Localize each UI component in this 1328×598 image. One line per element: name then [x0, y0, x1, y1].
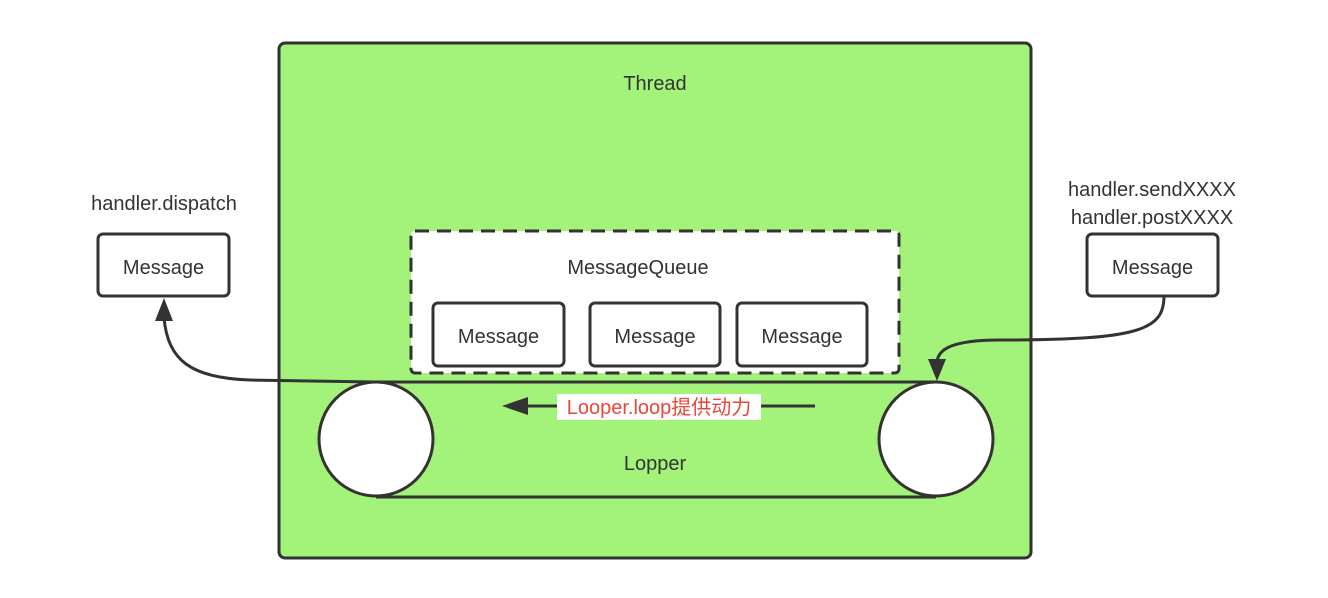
queue-message-3: Message [735, 301, 869, 368]
looper-label: Lopper [624, 453, 687, 475]
send-connector [935, 295, 1166, 363]
send-label-line1: handler.sendXXXX [1068, 179, 1236, 201]
queue-message-1: Message [431, 301, 566, 368]
queue-message-1-label: Message [458, 326, 539, 348]
send-message-label: Message [1112, 257, 1193, 279]
queue-message-2-label: Message [614, 326, 695, 348]
dispatch-message: Message [96, 232, 231, 298]
queue-message-3-label: Message [761, 326, 842, 348]
loop-label: Looper.loop提供动力 [567, 396, 752, 419]
message-queue-label: MessageQueue [567, 257, 708, 279]
right-wheel [877, 380, 995, 498]
dispatch-connector [162, 317, 377, 384]
dispatch-message-label: Message [123, 257, 204, 279]
dispatch-arrow-head [155, 298, 173, 321]
send-arrow-head [928, 359, 946, 381]
send-message: Message [1085, 232, 1220, 298]
queue-message-2: Message [588, 301, 722, 368]
left-wheel [317, 380, 435, 498]
dispatch-label: handler.dispatch [91, 193, 237, 215]
thread-label: Thread [623, 73, 686, 95]
loop-arrow-head [502, 397, 528, 415]
send-label-line2: handler.postXXXX [1071, 207, 1233, 229]
loop-label-background [557, 394, 761, 420]
